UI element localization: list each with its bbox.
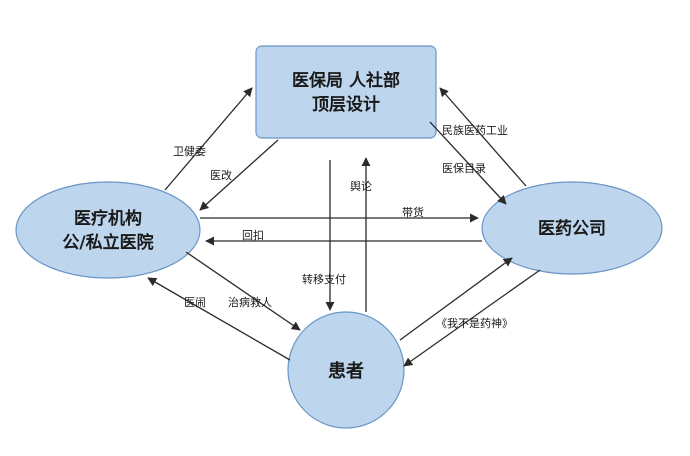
node-bottom-circle bbox=[287, 311, 405, 429]
label-yinao: 医闹 bbox=[184, 296, 206, 309]
label-yigai: 医改 bbox=[210, 168, 232, 182]
node-right-ellipse bbox=[481, 181, 663, 275]
node-right: 医药公司 bbox=[481, 181, 663, 275]
edge-top-to-right bbox=[429, 121, 507, 205]
node-top-line1: 医保局 人社部 bbox=[292, 70, 400, 91]
node-left-line1: 医疗机构 bbox=[74, 208, 142, 229]
node-left: 医疗机构 公/私立医院 bbox=[15, 181, 201, 279]
edge-left-to-top bbox=[164, 87, 253, 191]
node-bottom: 患者 bbox=[287, 311, 405, 429]
node-top-box bbox=[255, 45, 437, 139]
node-left-line2: 公/私立医院 bbox=[62, 232, 153, 253]
label-movie: 《我不是药神》 bbox=[436, 316, 513, 330]
node-right-line1: 医药公司 bbox=[538, 218, 606, 239]
label-yulun: 舆论 bbox=[350, 179, 372, 193]
label-zhibing: 治病救人 bbox=[228, 295, 272, 309]
label-minzu: 民族医药工业 bbox=[442, 123, 508, 137]
edge-top-to-left bbox=[199, 139, 279, 211]
edge-bottom-to-left bbox=[147, 277, 291, 361]
edge-bottom-to-right bbox=[399, 257, 513, 341]
node-left-ellipse bbox=[15, 181, 201, 279]
node-top-line2: 顶层设计 bbox=[312, 94, 380, 115]
label-daihuo: 带货 bbox=[402, 205, 424, 219]
edge-right-to-bottom bbox=[403, 269, 541, 367]
edge-right-to-top bbox=[439, 87, 527, 187]
edge-left-to-bottom bbox=[185, 251, 301, 331]
node-bottom-line1: 患者 bbox=[328, 361, 364, 382]
label-weijianwei: 卫健委 bbox=[173, 145, 206, 158]
node-top: 医保局 人社部 顶层设计 bbox=[255, 45, 437, 139]
label-huikou: 回扣 bbox=[242, 228, 264, 242]
label-zhuanyi: 转移支付 bbox=[302, 272, 346, 286]
label-mulu: 医保目录 bbox=[442, 161, 486, 175]
